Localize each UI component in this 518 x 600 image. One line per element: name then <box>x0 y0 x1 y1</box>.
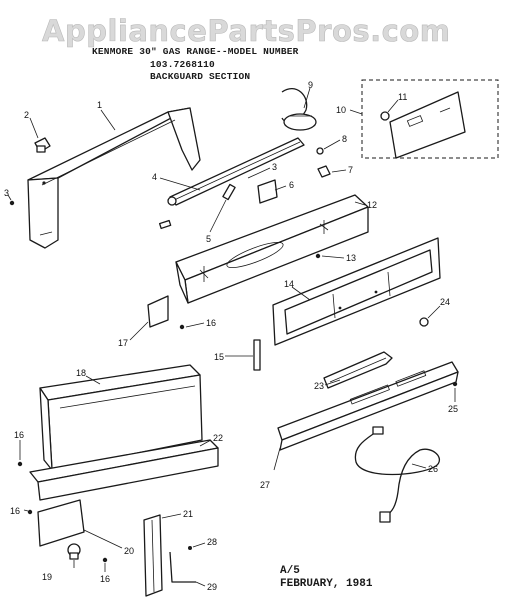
part-23-handle <box>323 351 393 389</box>
callout-9: 9 <box>308 80 313 90</box>
part-16-screw-d <box>102 557 108 563</box>
part-18-backpanel <box>39 364 203 471</box>
callout-16a: 16 <box>206 318 216 328</box>
part-22-rail <box>29 439 219 501</box>
callout-26: 26 <box>428 464 438 474</box>
callout-16d: 16 <box>100 574 110 584</box>
callout-6: 6 <box>289 180 294 190</box>
part-7-8-fasteners <box>316 147 331 178</box>
footer-code: A/5 <box>280 565 300 577</box>
callout-15: 15 <box>214 352 224 362</box>
part-26-cord <box>354 426 441 523</box>
part-16-screw-c <box>27 509 33 515</box>
callout-10: 10 <box>336 105 346 115</box>
callout-25: 25 <box>448 404 458 414</box>
part-24-screw <box>419 317 429 327</box>
callout-21: 21 <box>183 509 193 519</box>
part-27-control-panel <box>277 361 459 451</box>
part-12-panel <box>175 194 369 304</box>
footer-date: FEBRUARY, 1981 <box>280 578 373 590</box>
callout-13: 13 <box>346 253 356 263</box>
callout-23: 23 <box>314 381 324 391</box>
callout-22: 22 <box>213 433 223 443</box>
callout-3a: 3 <box>4 188 9 198</box>
part-16-screw-a <box>179 324 185 330</box>
callout-20: 20 <box>124 546 134 556</box>
callout-12: 12 <box>367 200 377 210</box>
part-4-tube <box>167 137 305 206</box>
callout-3b: 3 <box>272 162 277 172</box>
part-17-bracket <box>147 295 169 328</box>
callout-19: 19 <box>42 572 52 582</box>
callout-28: 28 <box>207 537 217 547</box>
callout-2: 2 <box>24 110 29 120</box>
part-16-screw-b <box>17 461 23 467</box>
part-28-29-strip <box>169 546 196 583</box>
callout-18: 18 <box>76 368 86 378</box>
part-6-bracket <box>257 179 278 204</box>
part-10-11-inset <box>361 79 499 159</box>
part-1-frame <box>27 107 201 249</box>
callout-17: 17 <box>118 338 128 348</box>
callout-8: 8 <box>342 134 347 144</box>
callout-5: 5 <box>206 234 211 244</box>
leader-lines <box>7 87 456 587</box>
callout-16c: 16 <box>10 506 20 516</box>
part-5-starter <box>158 183 236 230</box>
part-9-socket <box>281 87 317 131</box>
callout-16b: 16 <box>14 430 24 440</box>
callout-labels: 1 2 3 3 4 5 6 7 8 9 10 11 12 13 14 15 16… <box>4 80 458 592</box>
part-14-frame <box>272 237 441 346</box>
callout-11: 11 <box>398 92 407 102</box>
diagram-title: KENMORE 30" GAS RANGE--MODEL NUMBER <box>92 46 299 57</box>
watermark: AppliancePartsPros.com <box>42 14 451 49</box>
part-19-knob <box>67 543 81 560</box>
callout-27: 27 <box>260 480 270 490</box>
callout-29: 29 <box>207 582 217 592</box>
section-title: BACKGUARD SECTION <box>150 71 251 82</box>
model-number: 103.7268110 <box>150 59 215 70</box>
callout-7: 7 <box>348 165 353 175</box>
part-13-screw <box>315 253 321 259</box>
part-3-screw <box>9 200 15 206</box>
callout-14: 14 <box>284 279 294 289</box>
callout-24: 24 <box>440 297 450 307</box>
part-2-clip <box>34 137 51 153</box>
part-15-post <box>253 339 261 371</box>
part-20-bracket <box>37 499 85 547</box>
callout-1: 1 <box>97 100 102 110</box>
callout-4: 4 <box>152 172 157 182</box>
